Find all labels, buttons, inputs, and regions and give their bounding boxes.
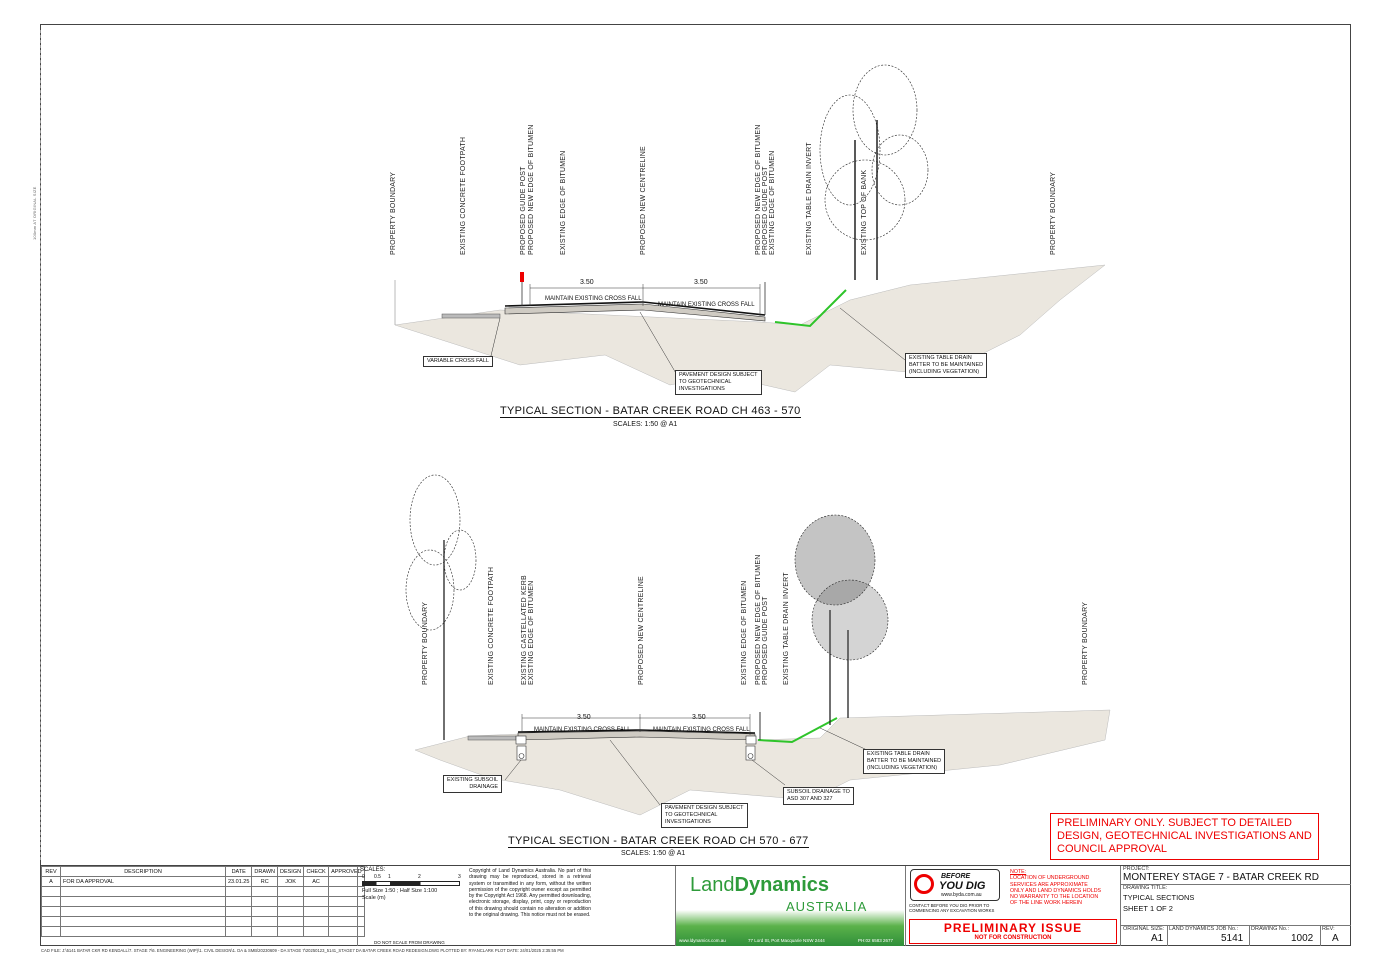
- revision-table: REV DESCRIPTION DATE DRAWN DESIGN CHECK …: [41, 866, 365, 937]
- scale-bar: [362, 881, 460, 886]
- s1-callout-variable-cross-fall: VARIABLE CROSS FALL: [423, 356, 493, 367]
- margin-note: 100mm AT ORIGINAL SIZE: [32, 186, 37, 240]
- revision-row: A FOR DA APPROVAL 23.01.25 RC JOK AC: [41, 876, 365, 887]
- s1-label-centreline: PROPOSED NEW CENTRELINE: [640, 146, 647, 255]
- logo-land: Land: [690, 874, 735, 896]
- s2-label-property-boundary-left: PROPERTY BOUNDARY: [422, 601, 429, 685]
- s1-label-top-of-bank: EXISTING TOP OF BANK: [861, 169, 868, 255]
- logo-dynamics: Dynamics: [734, 874, 830, 896]
- title-block: REV DESCRIPTION DATE DRAWN DESIGN CHECK …: [40, 865, 1351, 946]
- s1-label-proposed-new-eob: PROPOSED NEW EDGE OF BITUMEN: [528, 124, 535, 255]
- s1-fall-right: MAINTAIN EXISTING CROSS FALL: [658, 302, 755, 308]
- revision-letter: A: [1332, 933, 1339, 944]
- scale-block: SCALES: 0 0.5 1 2 3 Full Size 1:50 ; Hal…: [357, 866, 468, 946]
- project-name: MONTEREY STAGE 7 - BATAR CREEK RD: [1123, 872, 1319, 883]
- revision-header-row: REV DESCRIPTION DATE DRAWN DESIGN CHECK …: [41, 866, 365, 877]
- s1-label-existing-eob-right: EXISTING EDGE OF BITUMEN: [769, 150, 776, 255]
- drawing-number: 1002: [1291, 933, 1314, 944]
- s2-label-castellated-kerb: EXISTING CASTELLATED KERB: [521, 575, 528, 685]
- s2-label-existing-eob: EXISTING EDGE OF BITUMEN: [528, 580, 535, 685]
- before-you-dig-block: BEFORE YOU DIG www.byda.com.au CONTACT B…: [905, 866, 1120, 946]
- drawing-title: TYPICAL SECTIONS: [1123, 893, 1195, 902]
- s1-dim-left: 3.50: [580, 279, 594, 286]
- section2-drain-green: [757, 717, 838, 744]
- cad-file-path: CAD FILE: J:\5141 BATAR CKR RD KENDALL\7…: [41, 948, 564, 953]
- s1-label-property-boundary-right: PROPERTY BOUNDARY: [1050, 171, 1057, 255]
- section1-drain-green: [774, 289, 847, 328]
- s1-title: TYPICAL SECTION - BATAR CREEK ROAD CH 46…: [500, 405, 801, 418]
- s1-callout-table-drain: EXISTING TABLE DRAIN BATTER TO BE MAINTA…: [905, 353, 988, 378]
- section2-tree-right: [794, 514, 889, 725]
- services-note: NOTE: LOCATION OF UNDERGROUND SERVICES A…: [1010, 869, 1102, 907]
- section1-drawing: [394, 64, 1106, 393]
- sheet-number: SHEET 1 OF 2: [1123, 904, 1173, 913]
- s1-label-proposed-new-eob-right: PROPOSED NEW EDGE OF BITUMEN: [755, 124, 762, 255]
- company-logo: LandDynamics AUSTRALIA www.ldynamics.com…: [675, 866, 904, 946]
- s1-fall-left: MAINTAIN EXISTING CROSS FALL: [545, 296, 642, 302]
- project-info: PROJECT: MONTEREY STAGE 7 - BATAR CREEK …: [1120, 866, 1351, 946]
- preliminary-issue-stamp: PRELIMINARY ISSUE NOT FOR CONSTRUCTION: [909, 919, 1117, 944]
- section1-tree: [819, 64, 929, 280]
- section2-tree-left: [405, 474, 477, 740]
- section2-drawing: [405, 474, 1111, 816]
- s1-callout-pavement: PAVEMENT DESIGN SUBJECT TO GEOTECHNICAL …: [675, 370, 762, 395]
- job-number: 5141: [1221, 933, 1244, 944]
- s2-label-existing-footpath: EXISTING CONCRETE FOOTPATH: [488, 566, 495, 685]
- byd-contact: CONTACT BEFORE YOU DIG PRIOR TO COMMENCI…: [909, 903, 995, 913]
- s2-label-existing-eob-right: EXISTING EDGE OF BITUMEN: [741, 580, 748, 685]
- s1-label-drain-invert: EXISTING TABLE DRAIN INVERT: [806, 142, 813, 255]
- s2-scale: SCALES: 1:50 @ A1: [621, 850, 686, 857]
- s2-dim-left: 3.50: [577, 714, 591, 721]
- original-size: A1: [1151, 933, 1164, 944]
- s1-label-existing-eob: EXISTING EDGE OF BITUMEN: [560, 150, 567, 255]
- company-address: 77 Lord St, Port Macquarie NSW 2444: [748, 938, 825, 943]
- copyright-notice: Copyright of Land Dynamics Australia. No…: [469, 868, 591, 919]
- s2-label-property-boundary-right: PROPERTY BOUNDARY: [1082, 601, 1089, 685]
- s2-callout-table-drain: EXISTING TABLE DRAIN BATTER TO BE MAINTA…: [863, 749, 946, 774]
- byd-warning-icon: [914, 874, 934, 894]
- company-website: www.ldynamics.com.au: [679, 938, 726, 943]
- s2-label-drain-invert: EXISTING TABLE DRAIN INVERT: [783, 572, 790, 685]
- s2-fall-left: MAINTAIN EXISTING CROSS FALL: [534, 727, 631, 733]
- s1-label-proposed-guide-post-right: PROPOSED GUIDE POST: [762, 166, 769, 255]
- company-phone: PH:02 6583 2677: [858, 938, 894, 943]
- s2-label-proposed-guide-post: PROPOSED GUIDE POST: [762, 596, 769, 685]
- margin-rule: [40, 30, 42, 860]
- s2-title: TYPICAL SECTION - BATAR CREEK ROAD CH 57…: [508, 835, 809, 848]
- logo-australia: AUSTRALIA: [786, 899, 868, 914]
- s2-callout-subsoil: EXISTING SUBSOIL DRAINAGE: [443, 775, 503, 793]
- preliminary-note: PRELIMINARY ONLY. SUBJECT TO DETAILED DE…: [1050, 813, 1319, 860]
- s2-label-centreline: PROPOSED NEW CENTRELINE: [638, 576, 645, 685]
- s1-dim-right: 3.50: [694, 279, 708, 286]
- s1-scale: SCALES: 1:50 @ A1: [613, 421, 678, 428]
- s1-label-proposed-guide-post: PROPOSED GUIDE POST: [520, 166, 527, 255]
- s1-label-existing-footpath: EXISTING CONCRETE FOOTPATH: [460, 136, 467, 255]
- s2-callout-pavement: PAVEMENT DESIGN SUBJECT TO GEOTECHNICAL …: [661, 803, 748, 828]
- s2-dim-right: 3.50: [692, 714, 706, 721]
- s2-label-proposed-new-eob: PROPOSED NEW EDGE OF BITUMEN: [755, 554, 762, 685]
- s2-fall-right: MAINTAIN EXISTING CROSS FALL: [653, 727, 750, 733]
- s2-callout-subsoil-asd: SUBSOIL DRAINAGE TO ASD 307 AND 327: [783, 787, 854, 805]
- s1-label-property-boundary-left: PROPERTY BOUNDARY: [390, 171, 397, 255]
- byd-logo: BEFORE YOU DIG www.byda.com.au: [910, 869, 1000, 901]
